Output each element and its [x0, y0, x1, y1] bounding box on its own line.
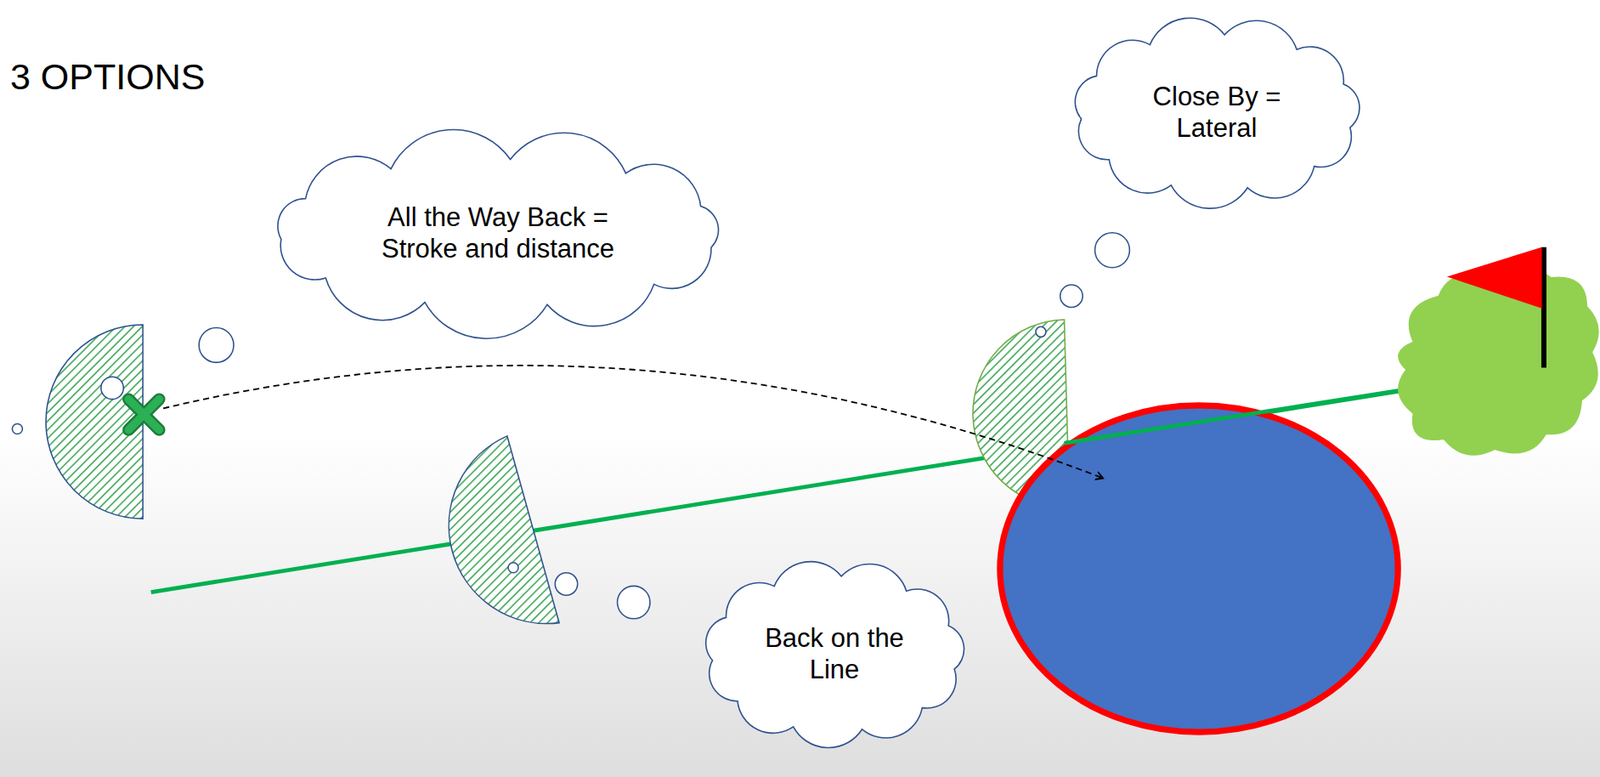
slide-title: 3 OPTIONS	[10, 56, 205, 98]
cloud-shape	[1074, 17, 1360, 209]
ball-flight	[163, 365, 1103, 478]
penalty-area	[1000, 405, 1398, 732]
cloud-text: Back on the Line	[749, 621, 920, 685]
cloud-shape	[706, 561, 965, 748]
thought-cloud: All the Way Back = Stroke and distance	[226, 135, 770, 330]
cloud-outline	[681, 551, 988, 756]
thought-cloud: Close By = Lateral	[1046, 10, 1387, 215]
thought-cloud: Back on the Line	[681, 551, 988, 756]
cloud-text: Close By = Lateral	[1123, 80, 1311, 144]
flag	[1447, 247, 1543, 309]
cloud-text: All the Way Back = Stroke and distance	[374, 201, 622, 265]
cloud-shape	[277, 130, 719, 340]
previous-stroke-mark	[128, 399, 159, 430]
relief-area-line	[448, 435, 560, 624]
cloud-outline	[226, 135, 770, 330]
flag-pole	[1541, 247, 1547, 368]
cloud-outline	[1046, 10, 1387, 215]
